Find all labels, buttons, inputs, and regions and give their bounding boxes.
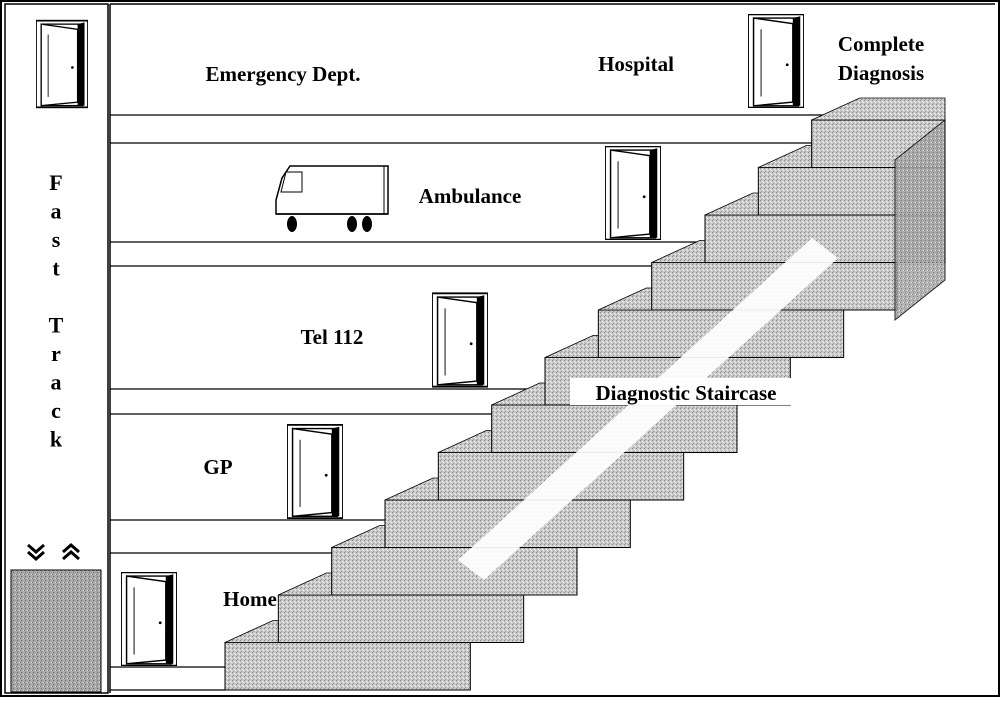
stair-tread [811, 97, 946, 121]
label-gp: GP [203, 455, 232, 479]
staircase-label-bg [570, 378, 803, 405]
door-icon [605, 146, 661, 240]
stair-step [331, 547, 578, 596]
fast-track-letter: T [49, 313, 64, 338]
label-home: Home [223, 587, 277, 611]
label-ambulance: Ambulance [419, 184, 522, 208]
ambulance-icon [275, 165, 389, 232]
staircase-diagonal-band [458, 238, 838, 580]
fast-track-letter: c [51, 398, 61, 423]
fast-track-letter: k [50, 427, 63, 452]
door-icon [36, 19, 88, 109]
fast-track-sidebar [4, 3, 109, 694]
fast-track-letter: a [51, 370, 62, 395]
staircase-label: Diagnostic Staircase [595, 381, 776, 405]
fast-track-letter: a [51, 199, 62, 224]
label-hospital: Hospital [598, 52, 674, 76]
door-icon [287, 424, 343, 519]
stair-step [224, 642, 471, 691]
floor-lines [109, 3, 995, 693]
stair-side [894, 118, 946, 322]
door-icon [748, 14, 804, 108]
fast-track-letter: s [52, 227, 61, 252]
fast-track-letter: r [51, 341, 61, 366]
fast-track-letter: t [52, 256, 60, 281]
door-icon [121, 572, 177, 666]
fast-track-block [10, 569, 102, 693]
chevron-up-icon[interactable] [62, 543, 80, 561]
stair-step [277, 594, 525, 643]
label-tel-112: Tel 112 [301, 325, 364, 349]
label-diagnosis: Diagnosis [838, 61, 924, 85]
fast-track-letter: F [49, 170, 62, 195]
door-icon [432, 292, 488, 388]
chevron-down-icon[interactable] [27, 543, 45, 561]
label-complete: Complete [838, 32, 924, 56]
label-emergency-dept: Emergency Dept. [205, 62, 360, 86]
